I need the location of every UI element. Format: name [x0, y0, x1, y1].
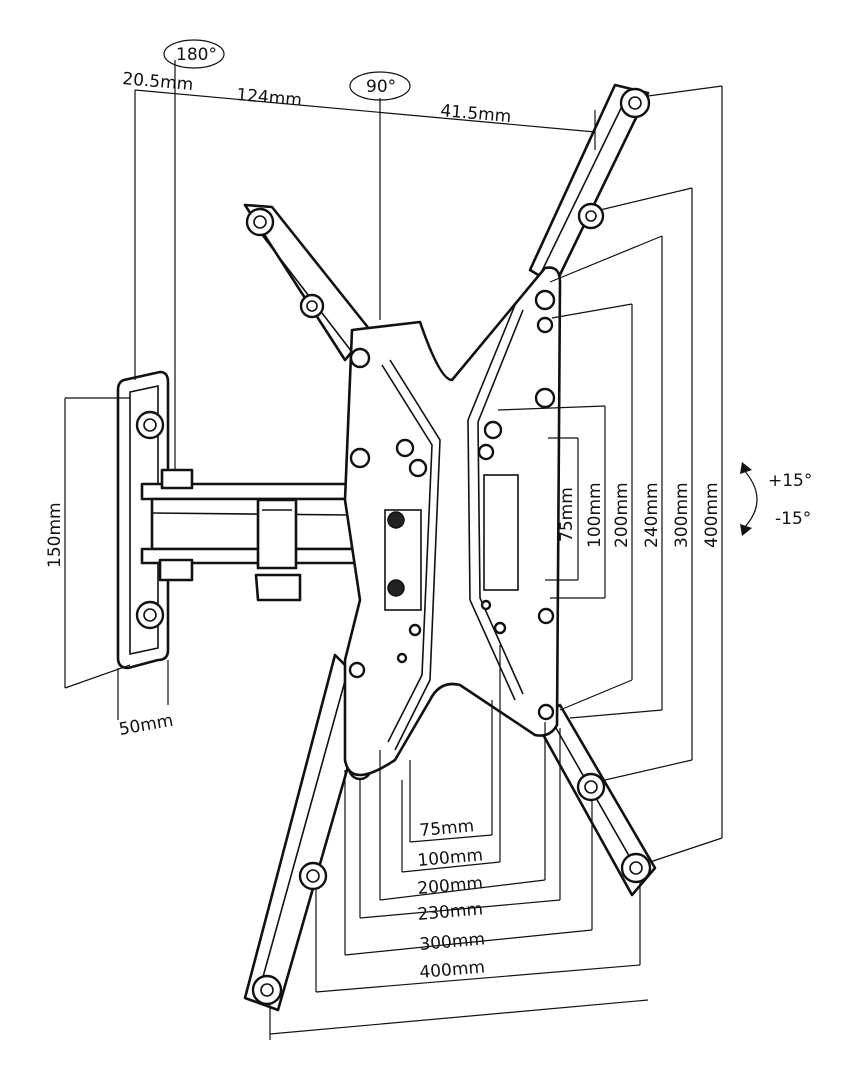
label-tilt-up: +15°	[768, 471, 812, 491]
label-vertical-400: 400mm	[702, 482, 722, 548]
label-wall-height: 150mm	[45, 502, 65, 568]
vesa-arm-upper-left	[243, 203, 372, 362]
rotation-90-ring	[349, 71, 411, 101]
label-tilt-down: -15°	[775, 509, 811, 529]
vesa-plate	[343, 266, 562, 777]
label-rotation-90: 90°	[366, 77, 396, 97]
vesa-arm-upper-right	[528, 83, 651, 287]
tilt-arrowhead-up-icon	[740, 462, 752, 474]
tilt-arrow-icon	[741, 467, 758, 531]
vesa-arm-lower-right	[533, 703, 657, 897]
wall-plate	[116, 370, 170, 670]
label-vertical-300: 300mm	[672, 482, 692, 548]
label-vertical-200: 200mm	[612, 482, 632, 548]
swivel-arm	[140, 468, 362, 602]
label-wall-width: 50mm	[117, 711, 174, 740]
label-horizontal-75: 75mm	[419, 816, 475, 841]
tilt-arrowhead-down-icon	[740, 524, 752, 536]
label-plate-offset: 41.5mm	[440, 101, 512, 127]
label-horizontal-200: 200mm	[417, 873, 484, 899]
label-vertical-100: 100mm	[585, 482, 605, 548]
label-rotation-180: 180°	[176, 45, 217, 65]
rotation-180-ring	[163, 39, 225, 69]
label-arm-offset: 20.5mm	[122, 69, 194, 95]
label-horizontal-230: 230mm	[417, 899, 484, 925]
label-horizontal-100: 100mm	[417, 845, 484, 871]
label-horizontal-300: 300mm	[419, 929, 486, 955]
dimension-lines	[64, 60, 723, 1040]
label-vertical-240: 240mm	[642, 482, 662, 548]
label-arm-length: 124mm	[236, 85, 303, 111]
label-vertical-75: 75mm	[557, 487, 577, 542]
